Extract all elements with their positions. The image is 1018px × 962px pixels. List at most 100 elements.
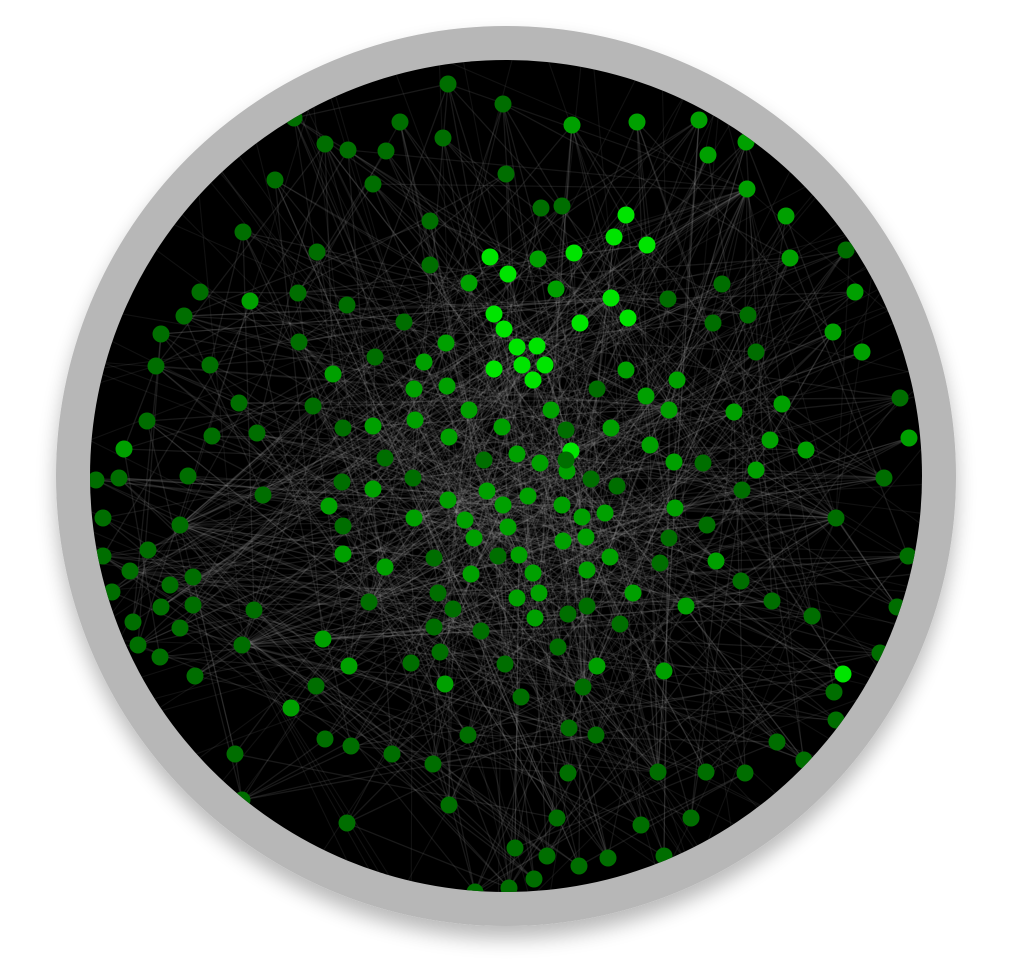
network-edge xyxy=(596,236,615,390)
network-edge xyxy=(447,83,540,594)
network-edge xyxy=(369,601,665,672)
network-edge xyxy=(369,257,791,603)
network-edge xyxy=(274,179,558,819)
network-edge xyxy=(657,433,922,773)
network-edge xyxy=(413,504,504,519)
network-edge xyxy=(253,407,671,611)
network-node xyxy=(466,883,484,892)
network-node xyxy=(530,584,548,602)
network-edge xyxy=(546,236,615,857)
network-edge xyxy=(455,409,470,513)
network-node xyxy=(732,572,750,590)
network-edge xyxy=(211,435,807,451)
network-edge xyxy=(159,656,584,688)
network-edge xyxy=(262,124,573,496)
network-edge xyxy=(502,103,548,857)
network-edge xyxy=(256,432,488,492)
network-node xyxy=(641,436,659,454)
network-edge xyxy=(159,511,457,658)
network-edge xyxy=(242,240,867,646)
network-node xyxy=(602,289,620,307)
network-edge xyxy=(274,179,647,397)
network-edge xyxy=(391,439,771,755)
network-node xyxy=(115,440,133,458)
network-edge xyxy=(437,427,612,594)
network-edge xyxy=(412,322,581,479)
network-edge xyxy=(137,425,374,646)
network-node xyxy=(891,389,909,407)
network-edge xyxy=(518,554,674,873)
network-edge xyxy=(192,604,292,709)
network-edge xyxy=(555,288,592,480)
network-edge xyxy=(673,119,700,463)
network-edge xyxy=(532,379,585,687)
network-edge xyxy=(497,516,583,557)
network-edge xyxy=(534,555,909,619)
network-edge xyxy=(625,214,670,539)
network-edge xyxy=(238,397,901,404)
network-edge xyxy=(324,143,334,375)
network-edge xyxy=(473,537,522,698)
network-edge xyxy=(502,112,738,506)
network-edge xyxy=(242,592,439,646)
network-edge xyxy=(242,608,454,646)
network-edge xyxy=(102,149,349,557)
network-node xyxy=(899,547,917,565)
network-node xyxy=(431,643,449,661)
network-edge xyxy=(298,341,665,672)
network-edge xyxy=(372,183,748,190)
network-edge xyxy=(412,409,552,479)
network-node xyxy=(803,607,821,625)
network-edge xyxy=(657,691,878,773)
network-node xyxy=(736,764,754,782)
network-edge xyxy=(539,351,863,464)
network-node xyxy=(475,451,493,469)
network-edge xyxy=(433,397,901,628)
network-edge xyxy=(516,395,647,599)
network-edge xyxy=(179,257,791,526)
network-edge xyxy=(179,524,292,709)
network-edge xyxy=(586,249,847,571)
network-edge xyxy=(555,119,700,290)
network-edge xyxy=(595,562,661,736)
network-edge xyxy=(516,291,856,348)
network-edge xyxy=(733,411,746,774)
network-node xyxy=(500,879,518,892)
network-node xyxy=(248,424,266,442)
network-node xyxy=(425,618,443,636)
network-edge xyxy=(183,297,612,317)
network-edge xyxy=(455,429,567,513)
network-edge xyxy=(583,652,881,687)
network-edge xyxy=(636,121,648,246)
network-edge xyxy=(610,297,922,533)
network-edge xyxy=(187,475,746,774)
network-edge xyxy=(673,461,837,519)
network-node xyxy=(333,473,351,491)
network-edge xyxy=(502,103,546,366)
network-edge xyxy=(342,525,371,603)
network-node xyxy=(824,323,842,341)
network-edge xyxy=(342,525,446,685)
network-edge xyxy=(293,117,885,479)
network-edge xyxy=(90,297,612,371)
network-edge xyxy=(348,566,386,667)
network-node xyxy=(230,394,248,412)
network-edge xyxy=(610,297,749,316)
network-edge xyxy=(242,644,380,888)
network-node xyxy=(707,552,725,570)
network-node xyxy=(460,401,478,419)
network-edge xyxy=(543,60,671,409)
network-edge xyxy=(508,331,834,889)
network-node xyxy=(549,638,567,656)
network-edge xyxy=(412,264,431,479)
network-edge xyxy=(90,506,585,687)
network-node xyxy=(651,554,669,572)
network-node xyxy=(254,486,272,504)
network-edge xyxy=(447,499,687,607)
network-edge xyxy=(413,188,748,390)
network-edge xyxy=(322,103,504,640)
network-node xyxy=(577,528,595,546)
network-edge xyxy=(242,644,391,891)
network-node xyxy=(465,529,483,547)
network-edge xyxy=(108,311,671,409)
